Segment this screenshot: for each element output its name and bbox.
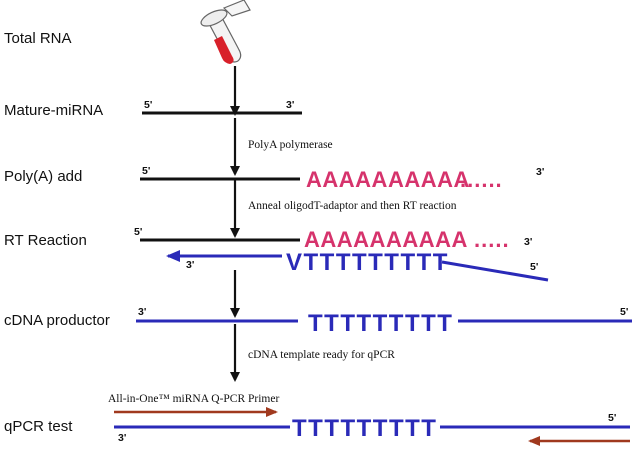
step-label-qpcr-test: qPCR test: [4, 418, 73, 435]
rt-polya-sequence: AAAAAAAAAA: [304, 227, 468, 252]
step-label-polya-add: Poly(A) add: [4, 168, 83, 185]
cdna-polyt-sequence: TTTTTTTTT: [308, 310, 454, 337]
rt-adaptor-strand: [441, 260, 549, 282]
microcentrifuge-tube-icon: [200, 0, 251, 64]
note-cdna-ready: cDNA template ready for qPCR: [248, 349, 395, 361]
qpcr-polyt-sequence: TTTTTTTTT: [292, 415, 438, 442]
end-label-rt-3-left: 3': [186, 259, 195, 271]
end-label-cdna-5: 5': [620, 306, 629, 318]
step-label-mature-mirna: Mature-miRNA: [4, 102, 104, 119]
end-label-cdna-3: 3': [138, 306, 147, 318]
end-label-rt-3-top: 3': [524, 236, 533, 248]
end-label-rt-5-top: 5': [134, 226, 143, 238]
note-anneal-rt: Anneal oligodT-adaptor and then RT react…: [248, 200, 457, 212]
end-label-qpcr-3: 3': [118, 432, 127, 444]
end-label-qpcr-5: 5': [608, 412, 617, 424]
end-label-mature-5: 5': [144, 99, 153, 111]
end-label-polya-5: 5': [142, 165, 151, 177]
rt-polya-ellipsis: .....: [474, 227, 510, 252]
note-polya-polymerase: PolyA polymerase: [248, 139, 333, 151]
step-label-cdna-productor: cDNA productor: [4, 312, 110, 329]
polya-tail-sequence: AAAAAAAAAA: [306, 167, 470, 192]
step-label-rt-reaction: RT Reaction: [4, 232, 87, 249]
note-primer: All-in-One™ miRNA Q-PCR Primer: [108, 393, 280, 405]
end-label-mature-3: 3': [286, 99, 295, 111]
polya-tail-ellipsis: ......: [460, 167, 503, 192]
end-label-polya-3: 3': [536, 166, 545, 178]
rt-polyt-sequence: VTTTTTTTTT: [286, 249, 449, 276]
step-label-total-rna: Total RNA: [4, 30, 72, 47]
end-label-rt-5-adaptor: 5': [530, 261, 539, 273]
